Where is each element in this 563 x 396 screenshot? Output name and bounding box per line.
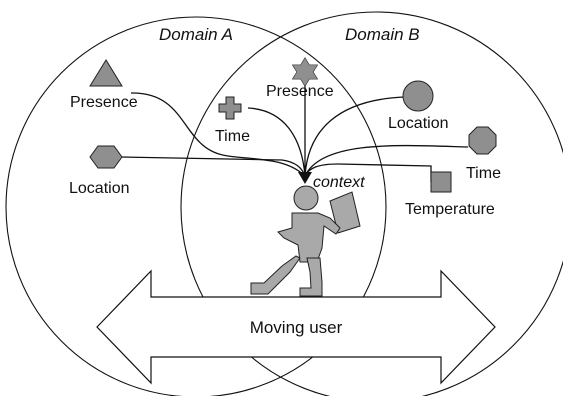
domain-b-label: Domain B (345, 25, 420, 44)
moving-user-label: Moving user (250, 318, 343, 337)
domain-a-label: Domain A (159, 25, 233, 44)
square-icon (430, 171, 452, 193)
triangle-icon (89, 59, 123, 87)
moving-user-arrow (96, 269, 496, 385)
wire-b-time-right (304, 144, 469, 177)
context-arrowhead (298, 172, 312, 184)
a-location-label: Location (69, 180, 130, 197)
walking-user-icon (250, 185, 361, 297)
b-presence-label: Presence (266, 83, 334, 100)
domain-a-circle (5, 16, 387, 396)
b-time-label: Time (215, 128, 250, 145)
octagon-icon (468, 126, 497, 155)
a-presence-label: Presence (70, 94, 138, 111)
b-temperature-label: Temperature (405, 201, 495, 218)
cross-icon (218, 96, 242, 120)
b-time-right-label: Time (466, 165, 501, 182)
context-label: context (313, 174, 365, 191)
wire-b-time (247, 107, 306, 177)
domain-b-circle (180, 11, 563, 396)
b-location-label: Location (388, 115, 449, 132)
wire-b-location (304, 96, 405, 177)
circle-icon (402, 80, 434, 112)
wire-a-location (121, 156, 306, 177)
wire-a-presence (130, 92, 306, 177)
hexagon-icon (89, 145, 123, 169)
star-icon (291, 57, 319, 87)
